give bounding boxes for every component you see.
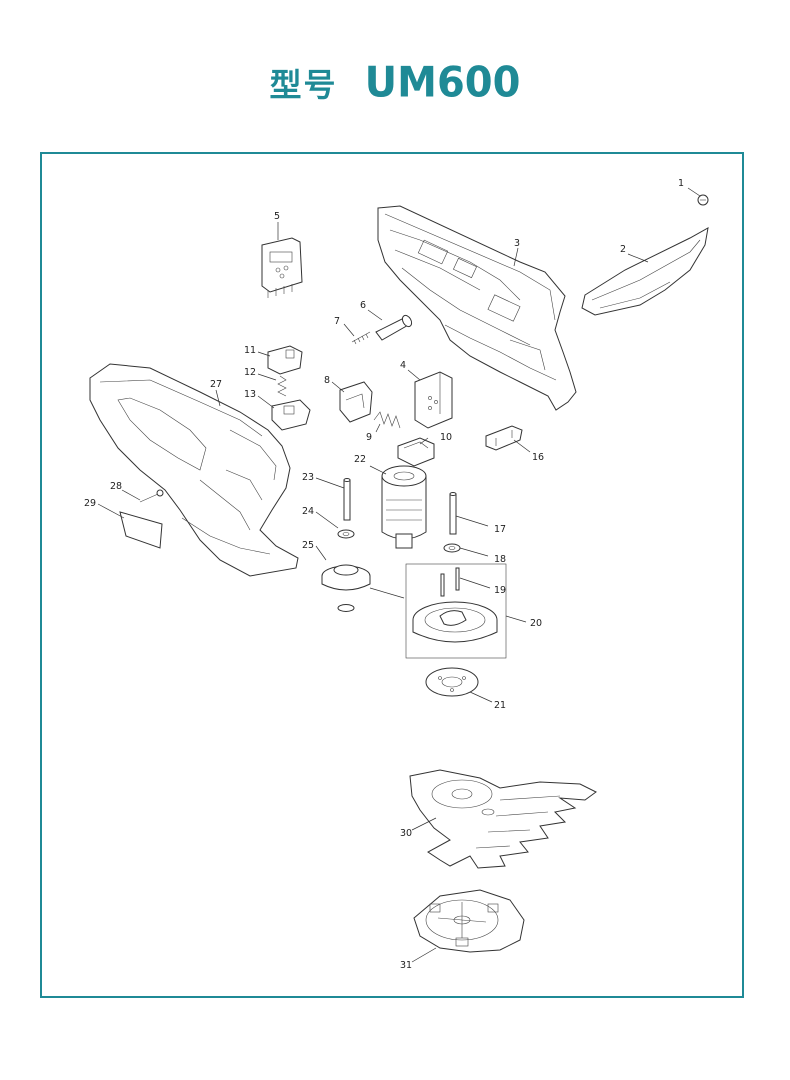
part-label: 8 bbox=[324, 375, 330, 386]
plate-21-part bbox=[425, 667, 479, 697]
screw-part bbox=[697, 194, 709, 206]
model-number: UM600 bbox=[364, 58, 521, 108]
motor-part bbox=[381, 465, 427, 549]
pin-19-part bbox=[440, 567, 460, 597]
part-label: 6 bbox=[360, 300, 366, 311]
part-label: 3 bbox=[514, 238, 520, 249]
slide-part bbox=[485, 425, 523, 451]
part-label: 1 bbox=[678, 178, 684, 189]
switch-button-part bbox=[271, 399, 311, 431]
rod-23-part bbox=[343, 478, 351, 521]
part-label: 13 bbox=[244, 389, 256, 400]
part-label: 5 bbox=[274, 211, 280, 222]
part-label: 31 bbox=[400, 960, 412, 971]
bracket-part bbox=[397, 437, 435, 467]
part-label: 20 bbox=[530, 618, 542, 629]
pin-part bbox=[351, 331, 371, 345]
screw-28-part bbox=[139, 489, 164, 503]
part-label: 7 bbox=[334, 316, 340, 327]
spring-small-part bbox=[277, 375, 287, 397]
leader-lines bbox=[97, 187, 701, 963]
part-label: 25 bbox=[302, 540, 314, 551]
part-labels: 1 2 3 4 5 6 7 8 9 10 11 12 13 16 17 18 1… bbox=[84, 178, 684, 971]
base-cover-part bbox=[413, 889, 525, 953]
part-label: 18 bbox=[494, 554, 506, 565]
part-label: 12 bbox=[244, 367, 256, 378]
part-label: 24 bbox=[302, 506, 314, 517]
housing-part bbox=[377, 205, 577, 411]
washer-24-part bbox=[337, 529, 355, 539]
part-label: 27 bbox=[210, 379, 222, 390]
part-label: 2 bbox=[620, 244, 626, 255]
switch-plate-part bbox=[261, 237, 303, 298]
part-label: 23 bbox=[302, 472, 314, 483]
part-label: 21 bbox=[494, 700, 506, 711]
label-part bbox=[119, 511, 163, 549]
part-label: 4 bbox=[400, 360, 406, 371]
part-label: 28 bbox=[110, 481, 122, 492]
spring-part bbox=[373, 411, 401, 429]
block-part bbox=[414, 371, 453, 429]
gear-wheel-part bbox=[405, 563, 507, 659]
cylinder-part bbox=[375, 314, 413, 341]
gear-part bbox=[321, 564, 371, 612]
part-label: 19 bbox=[494, 585, 506, 596]
part-label: 22 bbox=[354, 454, 366, 465]
part-label: 10 bbox=[440, 432, 452, 443]
part-label: 30 bbox=[400, 828, 412, 839]
part-label: 9 bbox=[366, 432, 372, 443]
rod-17-part bbox=[449, 492, 457, 535]
lever-part bbox=[339, 381, 373, 423]
part-label: 17 bbox=[494, 524, 506, 535]
title-label: 型号 bbox=[269, 66, 338, 104]
washer-18-part bbox=[443, 543, 461, 553]
part-label: 29 bbox=[84, 498, 96, 509]
handle-housing-part bbox=[89, 363, 299, 577]
page-title: 型号 UM600 bbox=[0, 58, 790, 108]
blade-part bbox=[409, 769, 597, 869]
switch-part bbox=[267, 345, 303, 375]
part-label: 16 bbox=[532, 452, 544, 463]
part-label: 11 bbox=[244, 345, 256, 356]
diagram-frame bbox=[40, 152, 744, 998]
cover-part bbox=[581, 227, 709, 316]
